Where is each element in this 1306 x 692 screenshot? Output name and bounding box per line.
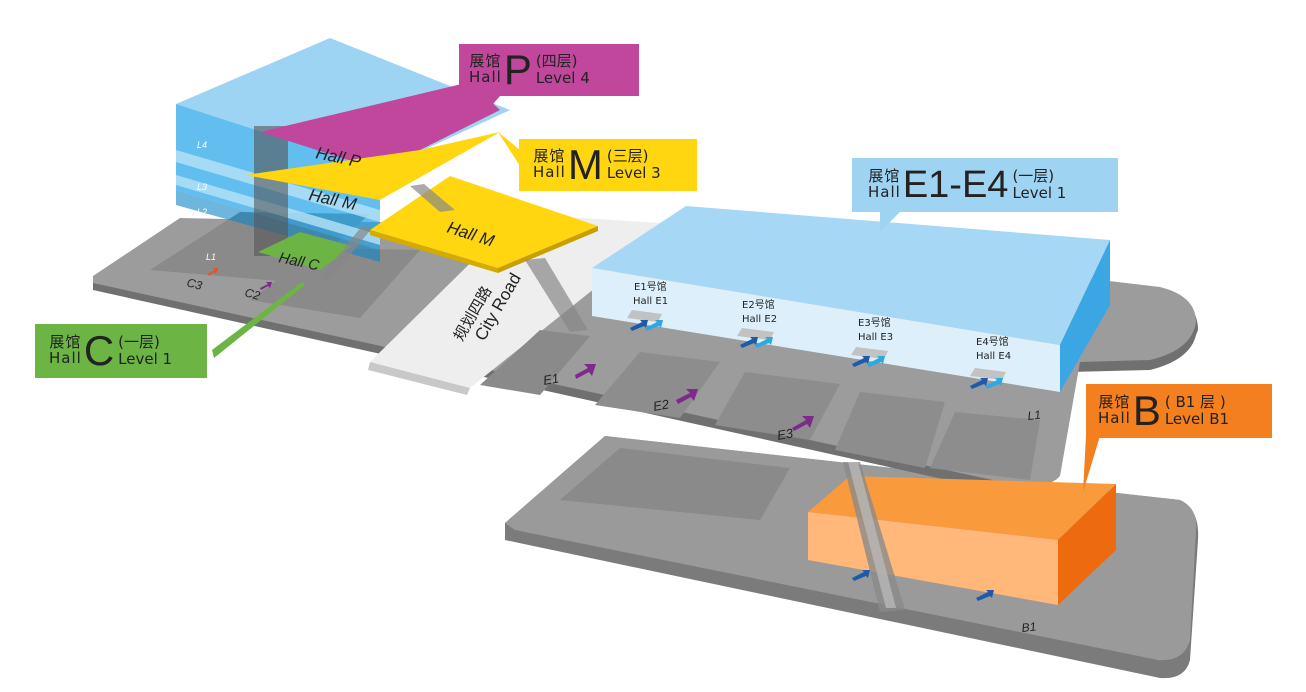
callout-m-en: Hall — [533, 163, 566, 181]
callout-p-en: Hall — [469, 68, 502, 86]
level-tag-l1: L1 — [206, 252, 216, 262]
arrow-c3 — [208, 268, 218, 276]
callout-p-level-zh: (四层) — [535, 52, 578, 71]
hall-e-doors — [627, 310, 1006, 601]
hall-e2-zh: E2号馆 — [742, 298, 775, 311]
callout-m-level-zh: (三层) — [606, 147, 649, 166]
entrance-c3: C3 — [185, 275, 204, 293]
callout-c-en: Hall — [49, 349, 82, 367]
escalator-basement — [843, 462, 905, 612]
hall-e3-zh: E3号馆 — [858, 316, 891, 329]
arrow-e2 — [676, 389, 698, 404]
hall-stack — [176, 38, 598, 332]
callout-e-level-zh: (一层) — [1012, 167, 1055, 186]
callout-b-zh: 展馆 — [1098, 393, 1131, 412]
callout-e-letter: E1-E4 — [902, 164, 1009, 206]
arrow-e3 — [792, 416, 814, 431]
level-tag-l2: L2 — [197, 207, 207, 217]
callout-e-level-en: Level 1 — [1012, 184, 1067, 202]
callout-m-letter: M — [567, 141, 603, 188]
callout-m-zh: 展馆 — [533, 147, 566, 166]
level-tag-l1-east: L1 — [1027, 408, 1042, 423]
city-road — [370, 214, 675, 388]
callout-c-level-zh: (一层) — [118, 333, 160, 352]
hall-e1-en: Hall E1 — [633, 296, 668, 307]
arrow-e1 — [575, 364, 596, 379]
hall-e-block — [592, 206, 1110, 392]
callout-m-level-en: Level 3 — [606, 164, 661, 182]
entrance-arrows — [208, 268, 814, 431]
callout-pointers — [212, 96, 1100, 492]
hall-e1-zh: E1号馆 — [634, 280, 667, 293]
callout-b-letter: B — [1132, 387, 1161, 434]
level-tag-l4: L4 — [197, 140, 207, 150]
callout-b-level-en: Level B1 — [1164, 410, 1230, 428]
entrance-c2: C2 — [243, 285, 262, 303]
callout-b-level-zh: ( B1 层 ) — [1164, 393, 1226, 412]
hall-e2-en: Hall E2 — [742, 314, 777, 325]
callout-c-letter: C — [83, 327, 115, 374]
level-tag-l3: L3 — [197, 182, 207, 192]
callout-b-en: Hall — [1098, 409, 1131, 427]
hall-e4-en: Hall E4 — [976, 351, 1011, 362]
level-tag-b1: B1 — [1021, 620, 1037, 635]
hall-e3-en: Hall E3 — [858, 332, 893, 343]
callout-c-zh: 展馆 — [49, 333, 82, 352]
hall-e4-zh: E4号馆 — [976, 335, 1009, 348]
entrance-e3: E3 — [776, 425, 795, 443]
e-hall-labels: E1号馆 Hall E1 E2号馆 Hall E2 E3号馆 Hall E3 E… — [633, 280, 1011, 362]
callout-c-level-en: Level 1 — [118, 350, 173, 368]
entrance-e1: E1 — [542, 370, 560, 388]
arrow-c2 — [260, 282, 272, 290]
callout-e-zh: 展馆 — [868, 167, 901, 186]
callout-p-zh: 展馆 — [469, 52, 502, 71]
callout-p-letter: P — [503, 46, 532, 93]
entrance-e2: E2 — [652, 396, 671, 414]
callout-e-en: Hall — [868, 183, 901, 201]
callout-p-level-en: Level 4 — [535, 69, 590, 87]
